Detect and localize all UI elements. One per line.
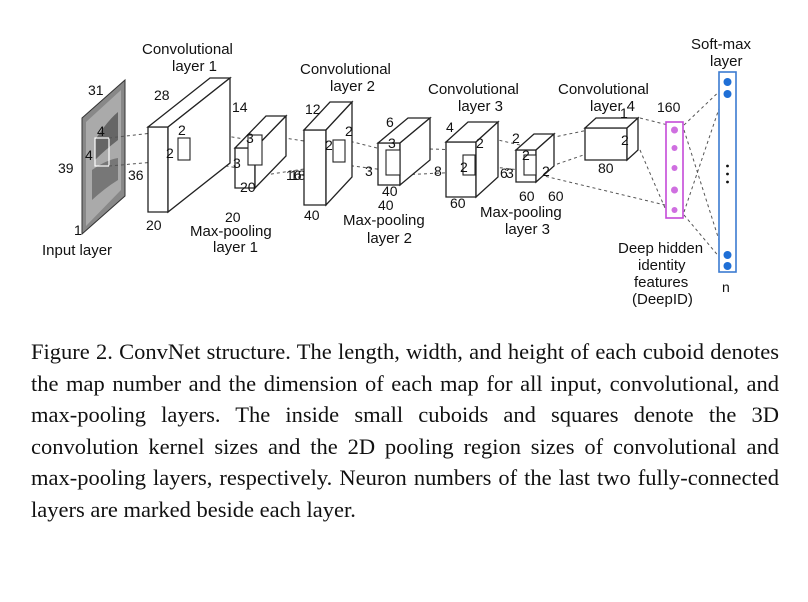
- pool1-kernel-c: 20: [240, 179, 256, 195]
- conv-layer-4: 1 2 80 Convolutional layer 4: [558, 81, 649, 176]
- pool3-height: 2: [512, 130, 520, 146]
- conv3-label-line1: Convolutional: [428, 81, 519, 98]
- softmax-label-line2: layer: [710, 53, 743, 70]
- pool3-depth: 60: [519, 188, 535, 204]
- conv-layer-1: 2 2 28 36 20 Convolutional layer 1: [128, 41, 233, 233]
- pool1-depth: 20: [225, 209, 241, 225]
- pool3-label-line1: Max-pooling: [480, 204, 562, 221]
- pool-layer-1: 3 3 20 14 18 20 Max-pooling layer 1: [190, 99, 306, 256]
- pool1-kernel-b: 3: [233, 155, 241, 171]
- pool2-kernel-c: 40: [382, 183, 398, 199]
- pool2-height: 6: [386, 114, 394, 130]
- conv4-depth: 80: [598, 160, 614, 176]
- pool2-width: 8: [434, 163, 442, 179]
- conv4-height: 1: [620, 105, 628, 121]
- conv2-label-line2: layer 2: [330, 78, 375, 95]
- convnet-figure: 31 39 1 4 4 Input layer 2: [42, 36, 752, 308]
- pool2-label-line2: layer 2: [367, 230, 412, 247]
- deepid-label-line1: Deep hidden: [618, 240, 703, 257]
- input-width: 39: [58, 160, 74, 176]
- input-kernel-b: 4: [85, 147, 93, 163]
- pool-layer-2: 6 8 40 3 3 40 Max-pooling layer 2: [343, 114, 442, 247]
- input-layer-label: Input layer: [42, 242, 112, 259]
- conv1-label-line2: layer 1: [172, 58, 217, 75]
- deepid-layer: 160 Deep hidden identity features (DeepI…: [618, 99, 703, 308]
- deepid-label-line2: identity: [638, 257, 686, 274]
- pool2-label-line1: Max-pooling: [343, 212, 425, 229]
- pool1-label-line1: Max-pooling: [190, 223, 272, 240]
- input-kernel-a: 4: [97, 123, 105, 139]
- input-layer: 31 39 1 4 4 Input layer: [42, 78, 126, 259]
- deepid-label-line4: (DeepID): [632, 291, 693, 308]
- conv1-kernel-b: 2: [166, 145, 174, 161]
- pool2-kernel-a: 3: [388, 135, 396, 151]
- conv2-depth: 40: [304, 207, 320, 223]
- conv3-depth: 60: [450, 195, 466, 211]
- pool2-kernel-b: 3: [365, 163, 373, 179]
- conv1-depth: 20: [146, 217, 162, 233]
- deepid-label-line3: features: [634, 274, 688, 291]
- conv3-kernel-a: 2: [460, 159, 468, 175]
- conv1-kernel-a: 2: [178, 122, 186, 138]
- conv1-height: 28: [154, 87, 170, 103]
- conv1-label-line1: Convolutional: [142, 41, 233, 58]
- conv2-kernel-a: 2: [325, 137, 333, 153]
- conv2-height: 12: [305, 101, 321, 117]
- conv1-width: 36: [128, 167, 144, 183]
- conv4-label-line1: Convolutional: [558, 81, 649, 98]
- conv2-width: 16: [286, 167, 302, 183]
- softmax-label-line1: Soft-max: [691, 36, 752, 53]
- pool3-kernel-a: 2: [522, 147, 530, 163]
- softmax-count: n: [722, 279, 730, 295]
- input-depth: 1: [74, 222, 82, 238]
- conv-layer-3: 4 6 60 2 2 Convolutional layer 3: [428, 81, 519, 211]
- conv3-kernel-b: 2: [476, 135, 484, 151]
- input-height: 31: [88, 82, 104, 98]
- conv-layer-2: 12 16 40 2 2 Convolutional layer 2: [286, 61, 391, 223]
- figure-caption: Figure 2. ConvNet structure. The length,…: [31, 339, 779, 522]
- conv3-width: 6: [500, 165, 508, 181]
- conv3-height: 4: [446, 119, 454, 135]
- conv2-kernel-b: 2: [345, 123, 353, 139]
- pool3-kernel-b: 2: [542, 163, 550, 179]
- conv4-width: 2: [621, 132, 629, 148]
- pool-layer-3: 2 3 60 2 2 60 Max-pooling layer 3: [480, 130, 564, 238]
- pool1-height: 14: [232, 99, 248, 115]
- pool3-width: 3: [506, 165, 514, 181]
- conv3-label-line2: layer 3: [458, 98, 503, 115]
- pool2-depth: 40: [378, 197, 394, 213]
- pool3-label-line2: layer 3: [505, 221, 550, 238]
- pool1-label-line2: layer 1: [213, 239, 258, 256]
- pool1-width: 18: [290, 167, 306, 183]
- pool3-kernel-c: 60: [548, 188, 564, 204]
- deepid-count: 160: [657, 99, 681, 115]
- softmax-layer: Soft-max layer n: [691, 36, 752, 295]
- conv4-label-line2: layer 4: [590, 98, 635, 115]
- conv2-label-line1: Convolutional: [300, 61, 391, 78]
- pool1-kernel-a: 3: [246, 130, 254, 146]
